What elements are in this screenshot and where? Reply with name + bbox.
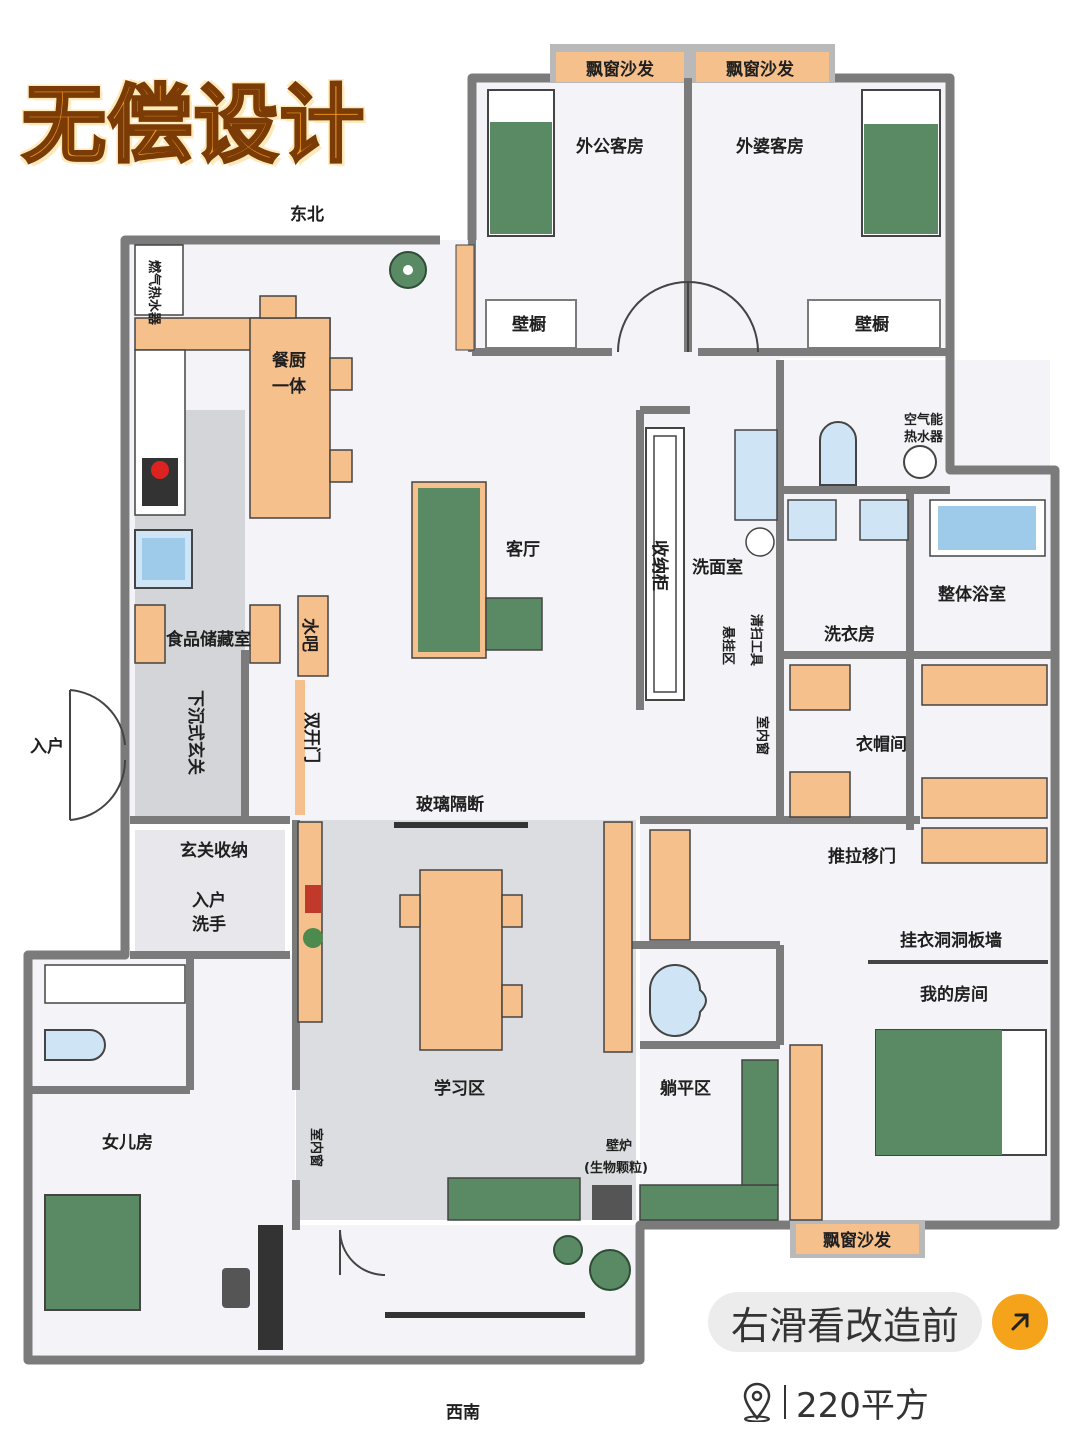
bay-sofa-bottom bbox=[796, 1224, 919, 1254]
bay-sofa-right-label: 飘窗沙发 bbox=[726, 59, 795, 80]
bathroom-unit-label: 整体浴室 bbox=[938, 584, 1006, 605]
my-room-label: 我的房间 bbox=[920, 984, 988, 1005]
water-bar-label: 水吧 bbox=[299, 618, 320, 652]
area-info: 220平方 bbox=[740, 1380, 929, 1426]
bed-my-room bbox=[876, 1030, 1002, 1155]
arrow-up-right-icon bbox=[1011, 1313, 1029, 1331]
entry-wash-label-1: 入户 bbox=[192, 890, 226, 911]
indoor-window-right-label: 室内窗 bbox=[754, 716, 770, 755]
south-label: 西南 bbox=[446, 1402, 480, 1423]
sliding-door-label: 推拉移门 bbox=[828, 846, 896, 867]
bay-sofa-bottom-label: 飘窗沙发 bbox=[823, 1230, 892, 1251]
bay-sofa-left bbox=[556, 52, 684, 82]
closet-left-label: 壁橱 bbox=[512, 314, 546, 335]
grandma-guest-label: 外婆客房 bbox=[736, 136, 804, 157]
page-title: 无偿设计 bbox=[20, 75, 367, 176]
kitchen-label-2: 一体 bbox=[272, 376, 307, 397]
fireplace-label-1: 壁炉 bbox=[606, 1138, 632, 1154]
cleaning-tools-label-2: 悬挂区 bbox=[720, 626, 736, 665]
bay-sofa-left-label: 飘窗沙发 bbox=[586, 59, 655, 80]
arrow-button[interactable] bbox=[992, 1294, 1048, 1350]
indoor-window-left-label: 室内窗 bbox=[308, 1128, 324, 1167]
entry-wash-label-2: 洗手 bbox=[192, 914, 226, 935]
dining-table bbox=[249, 317, 331, 519]
area-separator bbox=[784, 1385, 786, 1419]
laundry-label: 洗衣房 bbox=[824, 624, 875, 645]
water-bar bbox=[297, 595, 329, 677]
storage-cabinet-label: 收纳柜 bbox=[649, 540, 670, 591]
swipe-hint-button[interactable]: 右滑看改造前 bbox=[708, 1292, 982, 1352]
pegboard-wall-label: 挂衣洞洞板墙 bbox=[900, 930, 1002, 951]
kitchen-label-1: 餐厨 bbox=[272, 350, 306, 371]
living-room-label: 客厅 bbox=[505, 539, 540, 560]
location-pin-icon bbox=[743, 1382, 771, 1422]
gas-heater-label: 燃气热水器 bbox=[146, 260, 162, 326]
study-area-label: 学习区 bbox=[434, 1078, 485, 1099]
air-heater-label-2: 热水器 bbox=[904, 429, 944, 445]
north-label: 东北 bbox=[290, 204, 324, 225]
daughter-room-label: 女儿房 bbox=[102, 1132, 153, 1153]
fireplace-label-2: (生物颗粒) bbox=[584, 1160, 648, 1176]
pantry-label: 食品储藏室 bbox=[166, 629, 251, 650]
closet-right-label: 壁橱 bbox=[855, 314, 889, 335]
entrance-label: 入户 bbox=[30, 736, 64, 757]
area-value: 220平方 bbox=[796, 1385, 929, 1426]
glass-partition-label: 玻璃隔断 bbox=[416, 794, 484, 815]
washroom-label: 洗面室 bbox=[692, 557, 743, 578]
air-heater-label-1: 空气能 bbox=[904, 412, 943, 428]
lounge-area-label: 躺平区 bbox=[660, 1078, 711, 1099]
double-door-label: 双开门 bbox=[301, 712, 322, 763]
cloakroom-label: 衣帽间 bbox=[856, 734, 907, 755]
cleaning-tools-label-1: 清扫工具 bbox=[748, 614, 764, 666]
bed-grandma bbox=[864, 124, 938, 234]
study-table bbox=[419, 869, 503, 1051]
grandpa-guest-label: 外公客房 bbox=[576, 136, 644, 157]
bay-sofa-right bbox=[696, 52, 829, 82]
entry-storage-label: 玄关收纳 bbox=[180, 840, 248, 861]
bed-grandpa bbox=[490, 122, 552, 234]
sunken-entry-label: 下沉式玄关 bbox=[185, 690, 206, 775]
sofa bbox=[418, 488, 480, 652]
